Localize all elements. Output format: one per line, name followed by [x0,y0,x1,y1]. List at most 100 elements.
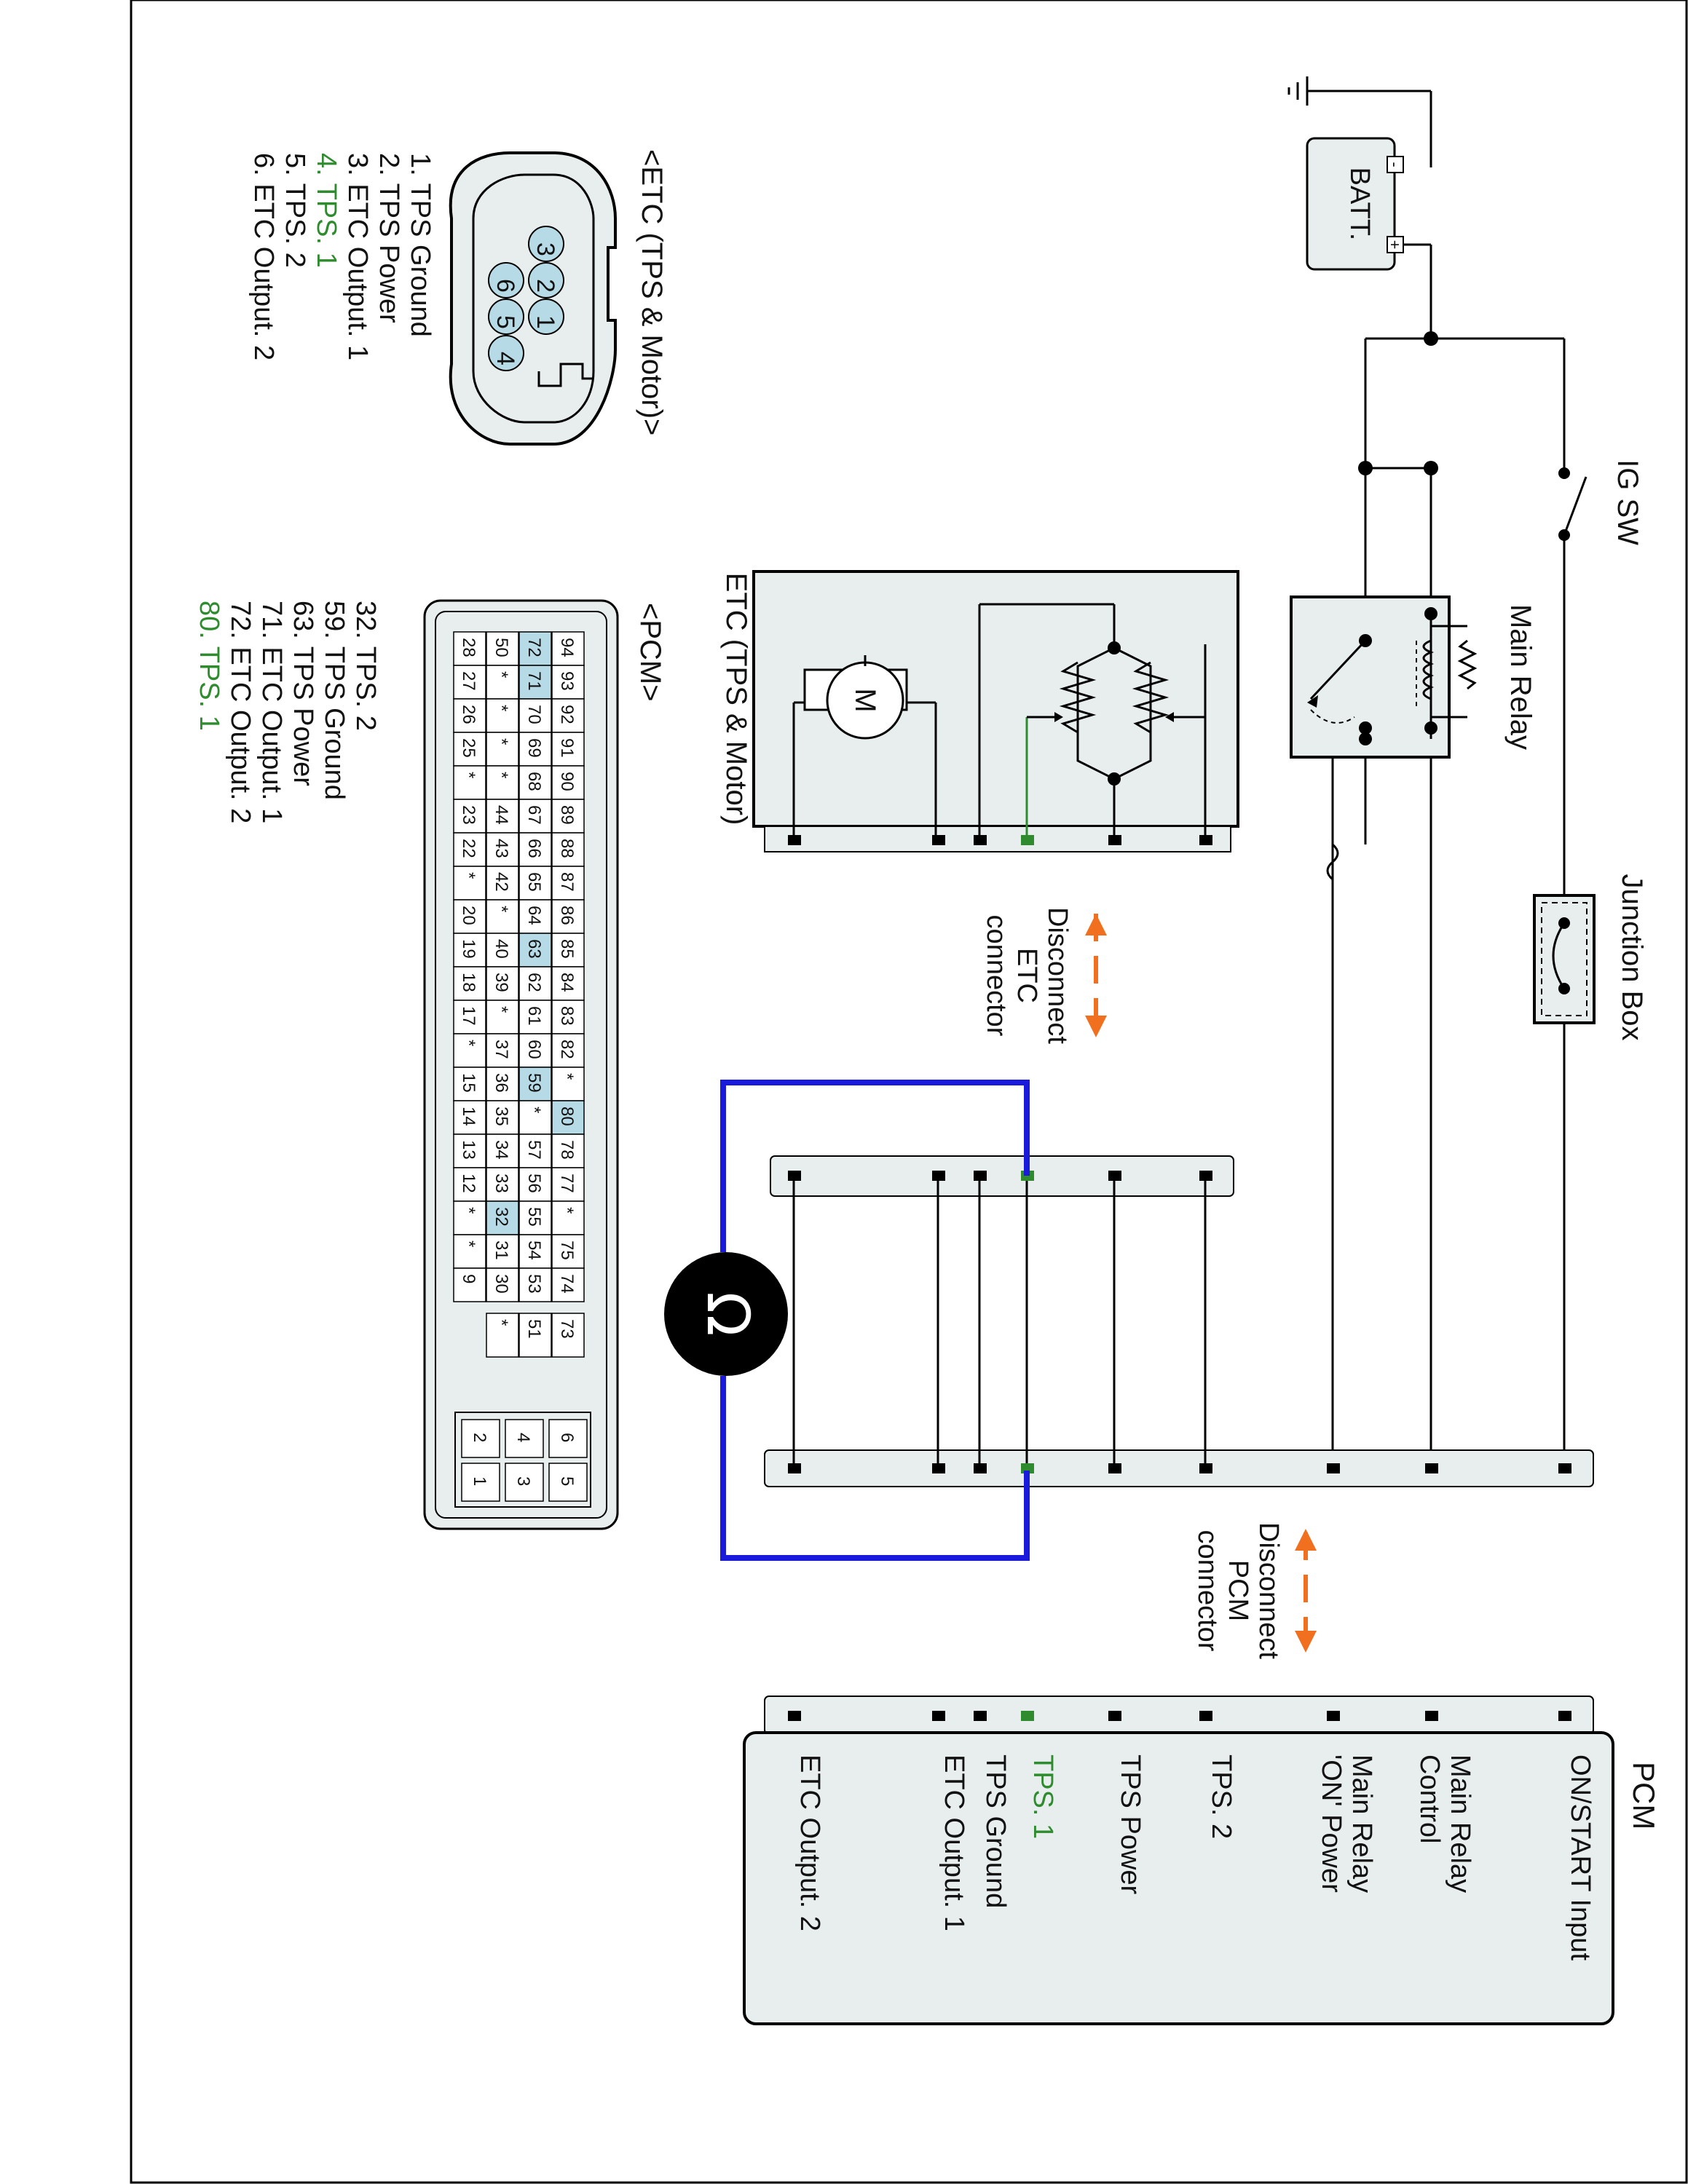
pcm-grid-cell [486,966,519,1001]
pcm-grid-label: * [492,772,511,778]
pcm-grid-label: 22 [459,839,478,858]
feed-wires [1331,337,1566,1471]
pcm-grid-label: 18 [459,973,478,992]
pcm-pin-label: ON/START Input [1565,1754,1596,1961]
pcm-grid-cell [453,665,486,700]
etc-pin-circle [488,335,524,371]
pcm-grid-label: 34 [492,1140,511,1160]
pcm-small-cell [548,1463,588,1502]
pcm-grid-cell [551,1200,585,1235]
pcm-grid-label: 94 [557,638,577,657]
ohm-symbol: Ω [694,1291,762,1336]
pcm-grid-cell [486,732,519,767]
pcm-connector-title: <PCM> [634,603,666,702]
pcm-grid-label: * [492,1006,511,1013]
pcm-grid-cell [453,1267,486,1302]
etc-pin-circle [488,262,524,298]
pcm-grid-cell [453,1133,486,1168]
main-relay-label: Main Relay [1504,604,1537,750]
pcm-grid-label: 84 [557,973,577,992]
pcm-grid-label: 25 [459,738,478,758]
etc-pin-circle [528,262,564,298]
pcm-small-label: 2 [470,1433,489,1442]
pcm-grid-label: 44 [492,805,511,825]
etc-pin-number: 1 [532,315,559,329]
pcm-grid-cell [486,899,519,934]
harness-wires [792,1181,1207,1463]
etc-pin-circle [528,298,564,335]
pcm-side-harness-connector [764,1449,1594,1487]
pcm-grid-cell [486,799,519,834]
etc-pin-number: 6 [492,279,519,293]
pcm-grid-label: 26 [459,705,478,724]
pcm-grid-label: 65 [524,872,544,892]
pcm-grid-cell [486,698,519,733]
pcm-pin-item: 32. TPS. 2 [350,601,381,731]
pcm-grid-cell [518,799,552,834]
pcm-grid-label: 54 [524,1241,544,1260]
pcm-grid-label: 23 [459,805,478,825]
pcm-grid-cell [453,765,486,800]
pcm-small-cell [461,1419,500,1458]
pcm-pin-item: 71. ETC Output. 1 [256,601,287,823]
pcm-small-label: 1 [470,1476,489,1486]
pcm-grid-label: 70 [524,705,544,724]
pcm-grid-label: 61 [524,1006,544,1026]
pcm-grid-label: 83 [557,1006,577,1026]
pcm-grid-cell [453,899,486,934]
pcm-pin-item: 63. TPS Power [288,601,318,786]
pcm-pin-label: TPS. 1 [1028,1754,1058,1839]
pcm-pin-label: ETC Output. 1 [939,1754,969,1931]
pcm-grid-label: 63 [524,939,544,959]
pcm-grid-cell [518,1067,552,1101]
pcm-grid-label: 75 [557,1241,577,1260]
pcm-grid-cell [486,631,519,666]
pcm-grid-label: 80 [557,1107,577,1126]
pcm-grid-cell [486,765,519,800]
pcm-grid-label: * [492,671,511,678]
pcm-grid-cell [486,866,519,901]
pcm-grid-label: * [459,1207,478,1214]
pcm-grid-cell [518,665,552,700]
pcm-small-cell [461,1463,500,1502]
pcm-grid-label: 57 [524,1140,544,1160]
pcm-grid-label: 15 [459,1073,478,1093]
pcm-grid-label: 78 [557,1140,577,1160]
pcm-grid-label: * [492,1319,511,1326]
pcm-small-cell [505,1463,544,1502]
pcm-pin-label: 'ON' Power [1316,1754,1346,1893]
pcm-grid-cell [518,1100,552,1135]
etc-pin-item: 3. ETC Output. 1 [342,153,373,360]
pcm-connector-view: <PCM> 94939291908988878685848382*807877*… [194,599,666,1530]
etc-pin-number: 3 [532,242,559,256]
pcm-grid-cell [551,1067,585,1101]
pcm-grid-cell [518,1313,552,1358]
pcm-grid-cell [453,1234,486,1269]
pcm-grid-cell [518,631,552,666]
pcm-grid-cell [551,1313,585,1358]
pcm-grid-label: 72 [524,638,544,657]
pcm-grid-label: 67 [524,805,544,825]
pcm-grid-label: 90 [557,772,577,791]
etc-pin-item: 6. ETC Output. 2 [248,153,279,360]
pcm-grid-cell [486,1267,519,1302]
pcm-grid-cell [453,631,486,666]
pcm-grid-label: 20 [459,906,478,925]
pcm-grid-label: 86 [557,906,577,925]
pcm-block-title: PCM [1627,1762,1661,1829]
pcm-small-cell [548,1419,588,1458]
pcm-grid-label: 51 [524,1319,544,1339]
pcm-grid-cell [551,1234,585,1269]
pcm-grid-label: 43 [492,839,511,858]
pcm-grid-cell [486,665,519,700]
pcm-grid-label: 19 [459,939,478,959]
battery-minus: - [1386,162,1404,167]
etc-pin-circle [528,226,564,262]
pcm-pin-label: Control [1414,1754,1445,1844]
pcm-grid-label: * [459,1241,478,1247]
battery-label: BATT. [1344,167,1375,241]
etc-pin-item: 5. TPS. 2 [280,153,310,268]
